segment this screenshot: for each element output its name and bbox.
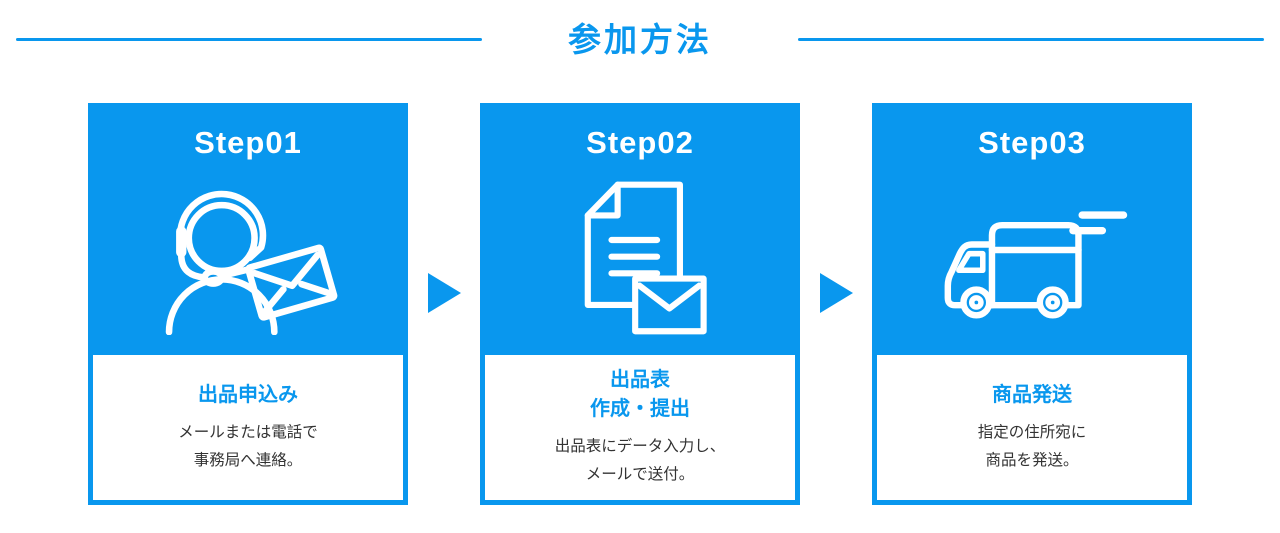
step-number-2: Step02 xyxy=(586,125,694,160)
step-icon-wrap-2 xyxy=(485,161,795,355)
step-number-1: Step01 xyxy=(194,125,302,160)
step-card-3: Step03 商品発送 指定の住所宛に商品を発送。 xyxy=(872,103,1192,505)
step-description-2: 出品表作成・提出 出品表にデータ入力し、メールで送付。 xyxy=(485,355,795,500)
step-heading-2: 出品表作成・提出 xyxy=(493,366,787,424)
arrow-cell-2 xyxy=(800,103,872,505)
page-title: 参加方法 xyxy=(568,21,712,58)
step-heading-line: 作成・提出 xyxy=(590,398,690,421)
steps-row: Step01 出品申込み xyxy=(88,103,1192,505)
arrow-cell-1 xyxy=(408,103,480,505)
support-operator-envelope-icon xyxy=(165,190,338,335)
step-body-line: 出品表にデータ入力し、 xyxy=(554,438,726,456)
step-description-3: 商品発送 指定の住所宛に商品を発送。 xyxy=(877,355,1187,500)
step-body-1: メールまたは電話で事務局へ連絡。 xyxy=(101,419,395,475)
step-icon-wrap-3 xyxy=(877,161,1187,355)
step-icon-wrap-1 xyxy=(93,161,403,355)
step-heading-1: 出品申込み xyxy=(101,381,395,410)
step-heading-line: 出品表 xyxy=(610,369,670,392)
step-body-line: メールで送付。 xyxy=(585,466,695,483)
step-card-1: Step01 出品申込み xyxy=(88,103,408,505)
step-body-line: 商品を発送。 xyxy=(985,451,1079,469)
step-number-3: Step03 xyxy=(978,125,1086,160)
step-heading-line: 商品発送 xyxy=(992,383,1072,406)
step-heading-line: 出品申込み xyxy=(198,383,298,406)
title-rule-left xyxy=(16,38,482,42)
title-rule-right xyxy=(798,38,1264,42)
delivery-truck-icon xyxy=(944,211,1128,319)
step-body-2: 出品表にデータ入力し、メールで送付。 xyxy=(493,433,787,489)
arrow-right-icon xyxy=(819,273,853,313)
step-card-2: Step02 出品表作成・提出 出品表にデータ入力し、メールで送付。 xyxy=(480,103,800,505)
header: 参加方法 xyxy=(16,20,1264,60)
step-heading-3: 商品発送 xyxy=(885,381,1179,410)
step-body-line: 事務局へ連絡。 xyxy=(193,451,303,469)
step-body-line: メールまたは電話で xyxy=(178,423,318,441)
arrow-right-icon xyxy=(427,273,461,313)
document-envelope-icon xyxy=(584,181,707,335)
step-body-3: 指定の住所宛に商品を発送。 xyxy=(885,419,1179,475)
step-body-line: 指定の住所宛に xyxy=(977,423,1087,441)
step-description-1: 出品申込み メールまたは電話で事務局へ連絡。 xyxy=(93,355,403,500)
